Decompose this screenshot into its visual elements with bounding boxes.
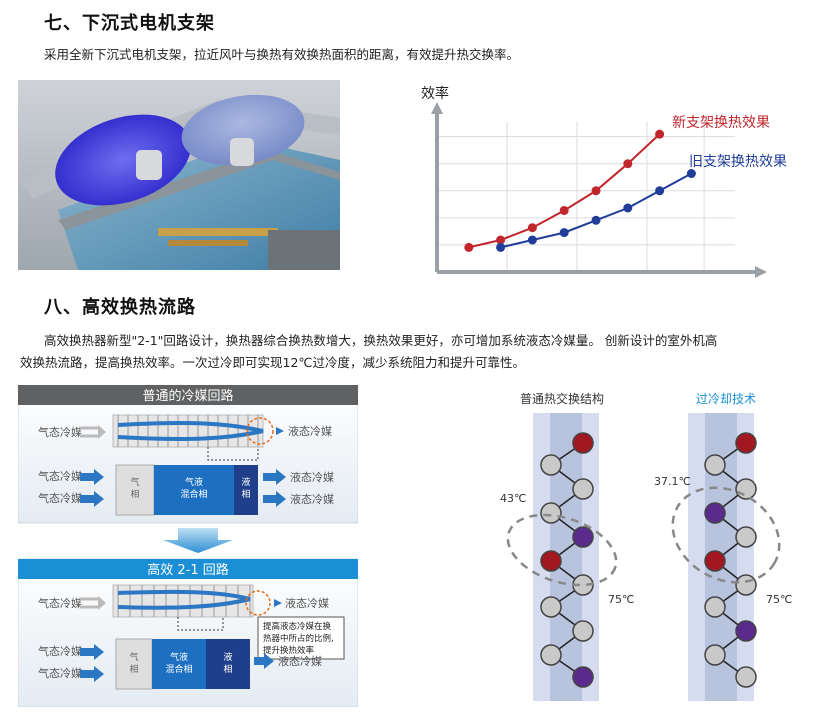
liquid-label-2: 液态冷媒 (290, 470, 334, 484)
tubes-a-tube-1 (540, 454, 562, 476)
y-axis-label: 效率 (421, 85, 449, 102)
efficient-circuit-title: 高效 2-1 回路 (147, 562, 229, 578)
tubes-b-tube-6 (735, 574, 757, 596)
legend-new-bracket: 新支架换热效果 (672, 114, 770, 131)
series-0-point-3 (559, 205, 569, 215)
tubes-a-tube-9 (540, 644, 562, 666)
gas-label-2: 气态冷媒 (38, 469, 82, 483)
section-7-title: 七、下沉式电机支架 (44, 13, 215, 34)
series-1-point-1 (527, 235, 537, 245)
standard-structure-label: 普通热交换结构 (520, 391, 604, 406)
svg-text:液: 液 (223, 651, 232, 663)
tubes-b-tube-1 (704, 454, 726, 476)
series-0-point-4 (591, 186, 601, 196)
exchanger-b-tubes (704, 432, 757, 688)
x-axis-arrow (755, 266, 767, 278)
svg-text:相: 相 (130, 488, 139, 500)
series-1-point-3 (591, 215, 601, 225)
series-1-point-2 (559, 228, 569, 238)
legend-old-bracket: 旧支架换热效果 (689, 153, 787, 170)
svg-text:液: 液 (241, 476, 250, 488)
series-1-point-6 (686, 169, 696, 179)
tubes-b-tube-0 (735, 432, 757, 454)
section-7-description: 采用全新下沉式电机支架，拉近风叶与换热有效换热面积的距离，有效提升热交换率。 (44, 47, 520, 62)
svg-text:热器中所占的比例,: 热器中所占的比例, (263, 633, 334, 644)
svg-text:混合相: 混合相 (165, 663, 192, 675)
series-0-point-0 (464, 242, 474, 252)
svg-text:相: 相 (241, 488, 250, 500)
tubes-b-tube-5 (704, 550, 726, 572)
tubes-a-tube-8 (572, 620, 594, 642)
svg-text:相: 相 (223, 663, 232, 675)
temp-a-low: 43℃ (500, 492, 526, 505)
note-box (257, 616, 345, 660)
exchanger-a-tubes (540, 432, 594, 688)
tubes-a-tube-10 (572, 666, 594, 688)
tubes-a-tube-7 (540, 596, 562, 618)
svg-text:相: 相 (129, 663, 138, 675)
gas-label-3: 气态冷媒 (38, 491, 82, 505)
standard-circuit-header (18, 385, 358, 405)
series-1-point-4 (623, 203, 633, 213)
heat-exchange-structure-diagram: 普通热交换结构 过冷却技术 43℃ 75℃ 37.1℃ 75℃ (500, 391, 792, 701)
liquid-label-3: 液态冷媒 (290, 492, 334, 506)
tubes-b-tube-3 (704, 502, 726, 524)
svg-text:提升换热效率: 提升换热效率 (263, 645, 315, 656)
efficiency-chart: 效率 新支架换热效果 旧支架换热效果 (421, 85, 787, 278)
tubes-b-tube-10 (735, 666, 757, 688)
tubes-b-tube-8 (735, 620, 757, 642)
tubes-b-tube-7 (704, 596, 726, 618)
gas-label-1: 气态冷媒 (38, 425, 82, 439)
svg-text:气液: 气液 (185, 476, 203, 488)
svg-text:气态冷媒: 气态冷媒 (38, 644, 82, 658)
y-axis-arrow (431, 102, 443, 114)
series-1-point-0 (496, 242, 506, 252)
chart-series (464, 129, 696, 252)
section-8-description-line2: 效换热流路，提高换热效率。一次过冷即可实现12℃过冷度，减少系统阻力和提升可靠性… (20, 355, 525, 370)
liquid-label-1: 液态冷媒 (288, 424, 332, 438)
tubes-a-tube-2 (572, 478, 594, 500)
series-0-point-1 (496, 235, 506, 245)
tubes-b-tube-4 (735, 526, 757, 548)
series-0-point-2 (527, 223, 537, 233)
temp-b-low: 37.1℃ (654, 475, 691, 488)
section-8-title: 八、高效换热流路 (44, 297, 196, 318)
svg-text:液态冷媒: 液态冷媒 (285, 596, 329, 610)
temp-a-high: 75℃ (608, 593, 634, 606)
transition-arrow (163, 528, 233, 553)
standard-circuit-title: 普通的冷媒回路 (142, 388, 233, 404)
svg-text:气: 气 (129, 651, 138, 663)
section-8-description-line1: 高效换热器新型"2-1"回路设计，换热器综合换热数增大，换热效果更好，亦可增加系… (44, 333, 718, 348)
svg-text:气态冷媒: 气态冷媒 (38, 596, 82, 610)
subcooling-tech-label: 过冷却技术 (696, 392, 756, 406)
tubes-b-tube-9 (704, 644, 726, 666)
tubes-a-tube-4 (572, 526, 594, 548)
efficient-circuit-header (18, 559, 358, 579)
temp-b-high: 75℃ (766, 593, 792, 606)
tubes-a-tube-0 (572, 432, 594, 454)
tubes-a-tube-3 (540, 502, 562, 524)
motor-bracket-illustration (18, 80, 340, 270)
series-0-point-5 (623, 159, 633, 169)
tubes-a-tube-5 (540, 550, 562, 572)
svg-text:气态冷媒: 气态冷媒 (38, 666, 82, 680)
refrigerant-circuit-diagram: 普通的冷媒回路 气态冷媒 液态冷媒 气态冷媒 气态冷媒 气 相 气液 混合相 液… (18, 385, 358, 707)
tubes-b-tube-2 (735, 478, 757, 500)
series-0-point-6 (655, 129, 665, 139)
svg-text:液态冷媒: 液态冷媒 (278, 654, 322, 668)
svg-text:气: 气 (130, 476, 139, 488)
series-line-1 (500, 172, 692, 249)
svg-text:气液: 气液 (170, 651, 188, 663)
series-1-point-5 (655, 186, 665, 196)
svg-text:混合相: 混合相 (180, 488, 207, 500)
svg-text:提高液态冷媒在换: 提高液态冷媒在换 (263, 621, 332, 632)
